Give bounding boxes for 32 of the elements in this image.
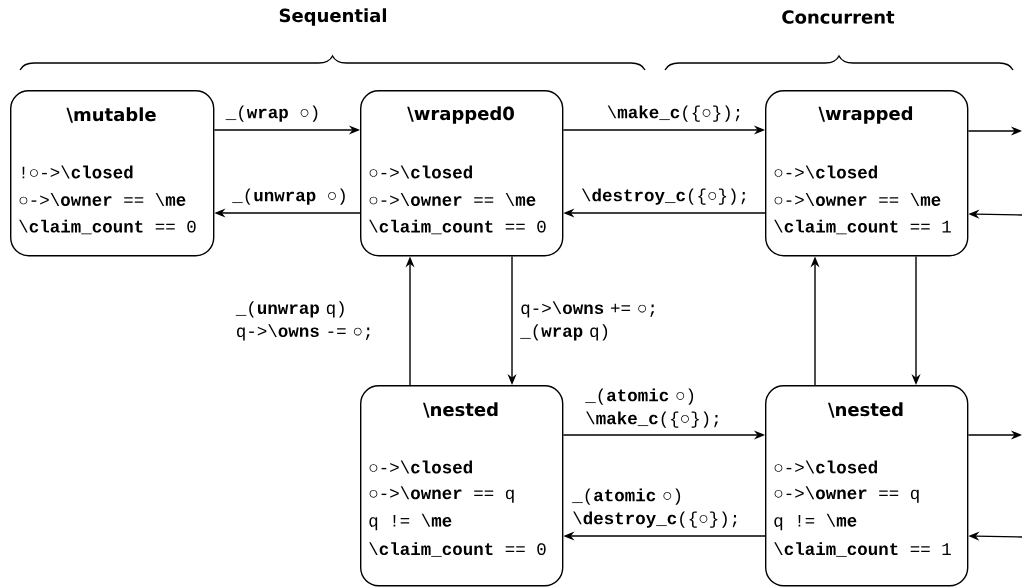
edge-label: _(unwrap ○) — [232, 188, 345, 205]
condition-text: ○->\owner == \me — [19, 193, 186, 206]
condition-text: ○->\closed — [369, 460, 472, 474]
condition-text: q != \me — [369, 513, 452, 531]
condition-text: \claim_count == 0 — [19, 219, 196, 235]
edge-label: \make_c({○}); — [607, 105, 740, 122]
group-title: Sequential — [279, 8, 386, 26]
condition-text: ○->\owner == q — [774, 486, 919, 503]
condition-text: ○->\owner == \me — [369, 193, 536, 206]
condition-text: \claim_count == 0 — [369, 542, 546, 557]
edge-label: _(wrap ○) — [225, 105, 318, 122]
edge-label: _(unwrap q) q->\owns -= ○; — [235, 301, 370, 341]
state-title: \mutable — [66, 107, 156, 123]
condition-text: ○->\closed — [369, 165, 472, 179]
state-title: \wrapped0 — [407, 106, 514, 124]
condition-text: \claim_count == 1 — [774, 219, 951, 235]
group-title: Concurrent — [782, 10, 895, 24]
condition-text: ○->\owner == \me — [774, 193, 941, 206]
state-title: \nested — [423, 402, 498, 418]
edge-label: _(atomic ○) \destroy_c({○}); — [572, 488, 737, 528]
condition-text: ○->\closed — [774, 165, 877, 179]
state-title: \nested — [828, 402, 903, 418]
condition-text: !○->\closed — [22, 165, 133, 179]
condition-text: \claim_count == 1 — [774, 542, 951, 557]
state-title: \wrapped — [818, 106, 913, 124]
edge-label: _(atomic ○) \make_c({○}); — [585, 388, 718, 428]
condition-text: q != \me — [774, 513, 857, 531]
condition-text: ○->\closed — [774, 460, 877, 474]
condition-text: ○->\owner == q — [369, 486, 514, 503]
edge-label: \destroy_c({○}); — [582, 188, 746, 205]
edge-label: q->\owns += ○; _(wrap q) — [520, 301, 655, 341]
condition-text: \claim_count == 0 — [369, 219, 546, 235]
